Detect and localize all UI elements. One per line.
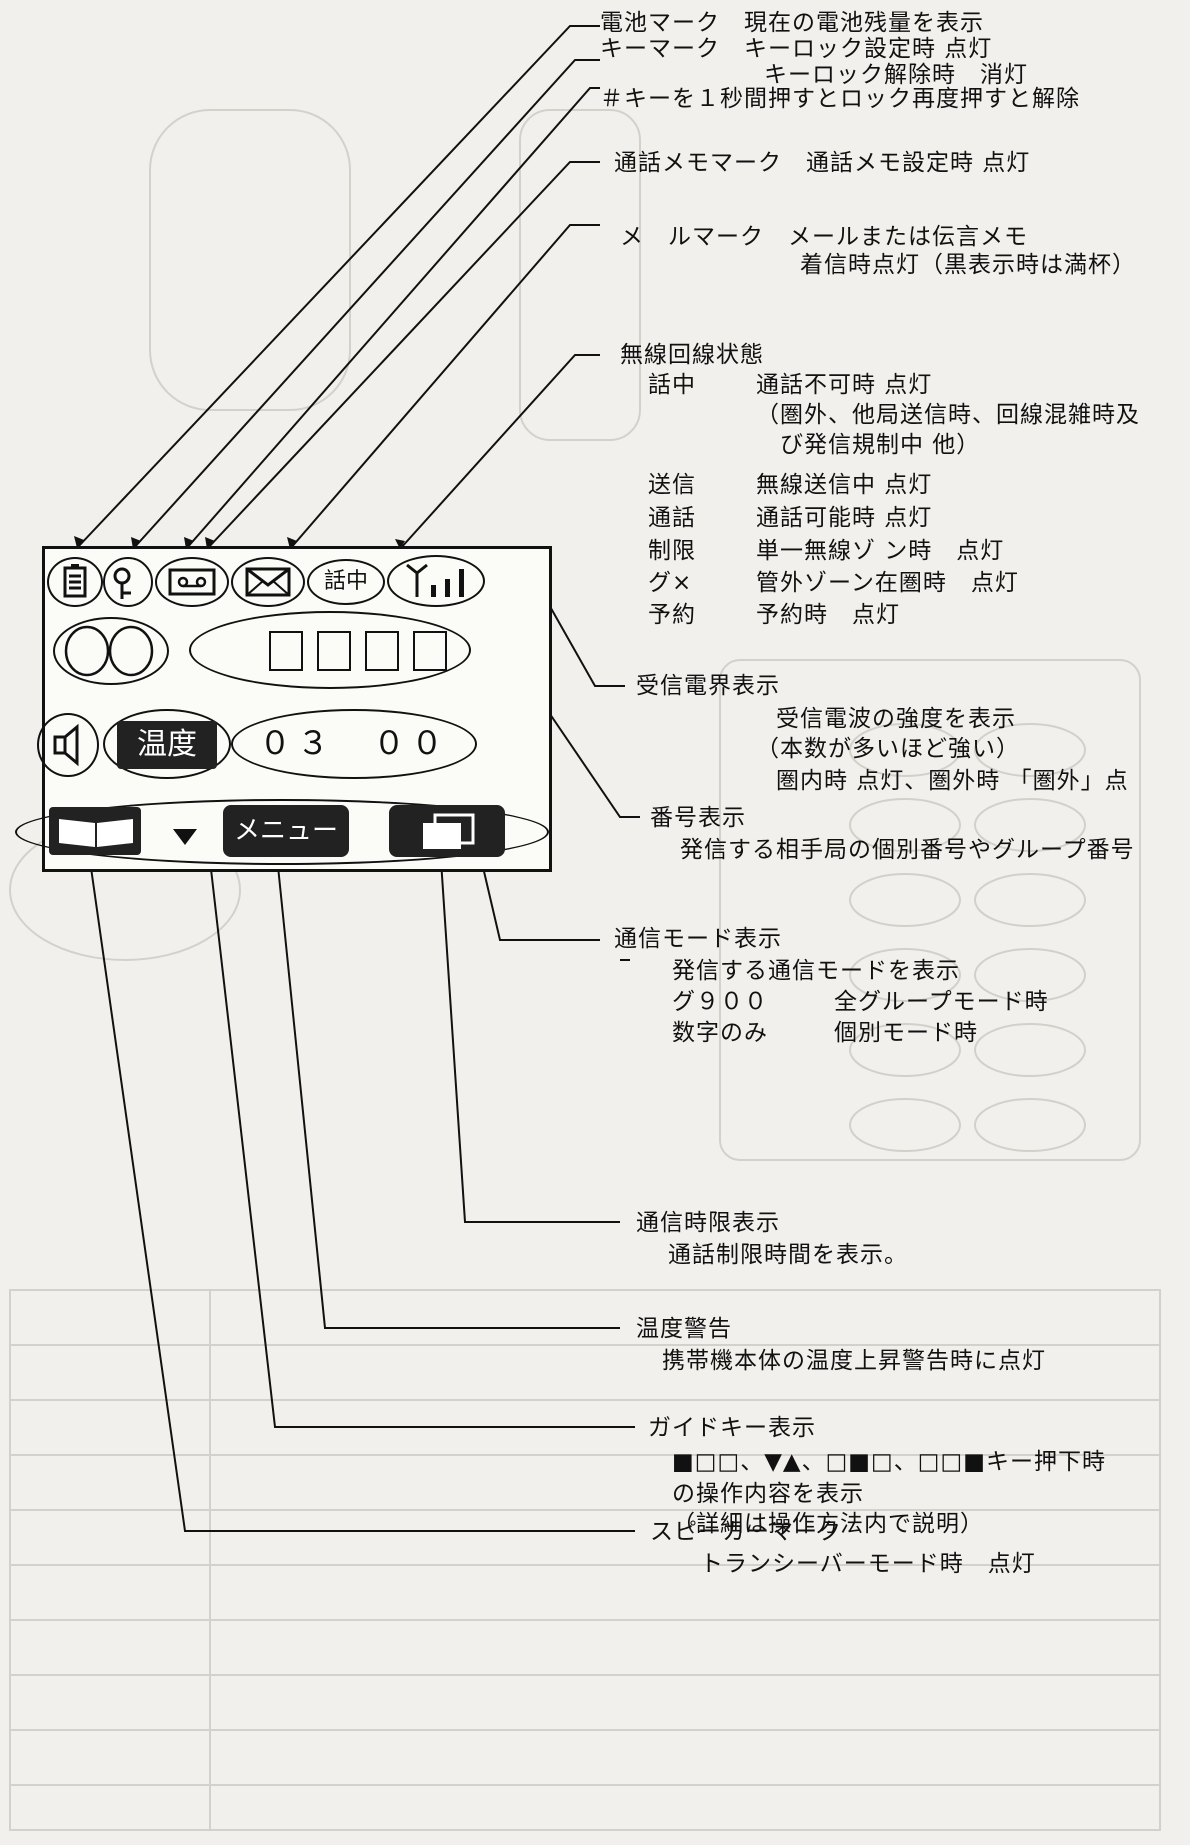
radio-row-term: 制限	[648, 538, 696, 564]
field-cell-1	[269, 631, 303, 671]
label-mode-title: 通信モード表示	[614, 926, 782, 952]
key-icon-oval	[103, 557, 153, 607]
label-speaker-title: スピーカーマーク	[650, 1519, 842, 1545]
label-limit-title: 通信時限表示	[636, 1210, 780, 1236]
speaker-oval	[37, 713, 99, 777]
mode-row-term: 数字のみ	[672, 1020, 768, 1046]
label-radio-title: 無線回線状態	[620, 342, 764, 368]
radio-row-desc: 単一無線ゾ ン時 点灯	[756, 538, 1005, 564]
radio-row-term: グ×	[648, 570, 693, 596]
temp-oval	[103, 709, 231, 779]
label-field-line-3: 圏内時 点灯、圏外時 「圏外」点	[776, 768, 1129, 794]
voice-memo-icon-oval	[155, 557, 229, 607]
label-key-release: キーロック解除時 消灯	[764, 62, 1028, 88]
label-field-line-1: 受信電波の強度を表示	[776, 706, 1016, 732]
radio-row-desc: 無線送信中 点灯	[756, 472, 933, 498]
radio-row-term: 予約	[648, 602, 696, 628]
speaker-icon	[53, 723, 79, 767]
voice-memo-icon	[168, 568, 216, 596]
radio-row-desc: 管外ゾーン在圏時 点灯	[756, 570, 1019, 596]
label-number-title: 番号表示	[650, 805, 746, 831]
busy-text: 話中	[323, 569, 368, 594]
number-pair-oval	[53, 617, 169, 685]
label-battery: 電池マーク 現在の電池残量を表示	[600, 10, 984, 36]
label-key: キーマーク キーロック設定時 点灯	[600, 36, 993, 62]
radio-row-term: 話中	[648, 372, 696, 398]
label-guide-title: ガイドキー表示	[648, 1415, 816, 1441]
label-mail-detail: 着信時点灯（黒表示時は満杯）	[800, 252, 1136, 278]
battery-icon-oval	[47, 557, 103, 607]
field-cells-oval	[189, 611, 471, 689]
guide-key-menu: メニュー	[223, 805, 349, 857]
down-triangle-icon	[173, 829, 197, 845]
radio-row-desc: 通話不可時 点灯	[756, 372, 933, 398]
field-cell-4	[413, 631, 447, 671]
label-number-line: 発信する相手局の個別番号やグループ番号	[680, 837, 1135, 863]
radio-row-desc: び発信規制中 他）	[780, 432, 981, 458]
label-field-line-2: （本数が多いほど強い）	[756, 736, 1020, 762]
guide-key-right	[389, 805, 505, 857]
radio-row-term: 通話	[648, 505, 696, 531]
mode-row-desc: 個別モード時	[834, 1020, 978, 1046]
signal-bars-oval	[387, 555, 485, 607]
menu-text: メニュー	[233, 816, 338, 846]
mode-row-desc: 全グループモード時	[834, 989, 1049, 1015]
temp-warning-block: 温度	[117, 721, 217, 769]
lcd-panel: 話中 温度 ０３ ００	[15, 546, 552, 872]
timer-oval: ０３ ００	[231, 709, 477, 779]
label-speaker-line: トランシーバーモード時 点灯	[700, 1551, 1036, 1577]
number-digits	[64, 625, 154, 677]
label-limit-line: 通話制限時間を表示。	[668, 1242, 908, 1268]
mail-icon	[245, 567, 291, 597]
timer-text: ０３ ００	[258, 724, 449, 762]
field-cell-2	[317, 631, 351, 671]
label-guide-line-2: の操作内容を表示	[672, 1481, 864, 1507]
label-guide-line-3: （詳細は操作方法内で説明）	[672, 1511, 984, 1537]
label-field-title: 受信電界表示	[636, 673, 780, 699]
mode-row-term: グ９００	[672, 989, 768, 1015]
radio-row-desc: 予約時 点灯	[756, 602, 900, 628]
label-key-hint: ＃キーを１秒間押すとロック再度押すと解除	[600, 86, 1080, 112]
label-temp-title: 温度警告	[636, 1316, 732, 1342]
guide-key-left	[49, 807, 141, 855]
guide-keys-oval	[15, 799, 549, 865]
label-memo: 通話メモマーク 通話メモ設定時 点灯	[614, 150, 1031, 176]
radio-row-desc: 通話可能時 点灯	[756, 505, 933, 531]
temp-text: 温度	[137, 727, 197, 762]
faint-keypad-outline	[719, 659, 1141, 1161]
battery-icon	[63, 564, 87, 598]
busy-badge: 話中	[307, 559, 385, 605]
label-mail: メ ルマーク メールまたは伝言メモ	[620, 224, 1028, 250]
radio-row-desc: （圏外、他局送信時、回線混雑時及	[756, 402, 1140, 428]
radio-row-term: 送信	[648, 472, 696, 498]
field-cell-3	[365, 631, 399, 671]
signal-bars-icon	[406, 563, 464, 597]
key-icon	[113, 567, 131, 599]
book-icon	[59, 819, 133, 847]
label-mode-line: 発信する通信モードを表示	[672, 958, 960, 984]
window-icon	[423, 813, 475, 849]
label-temp-line: 携帯機本体の温度上昇警告時に点灯	[662, 1348, 1046, 1374]
label-guide-line-1: ■□□、▼▲、□■□、□□■キー押下時	[672, 1449, 1106, 1475]
faint-handset-outline	[149, 109, 351, 411]
mail-icon-oval	[231, 557, 305, 607]
